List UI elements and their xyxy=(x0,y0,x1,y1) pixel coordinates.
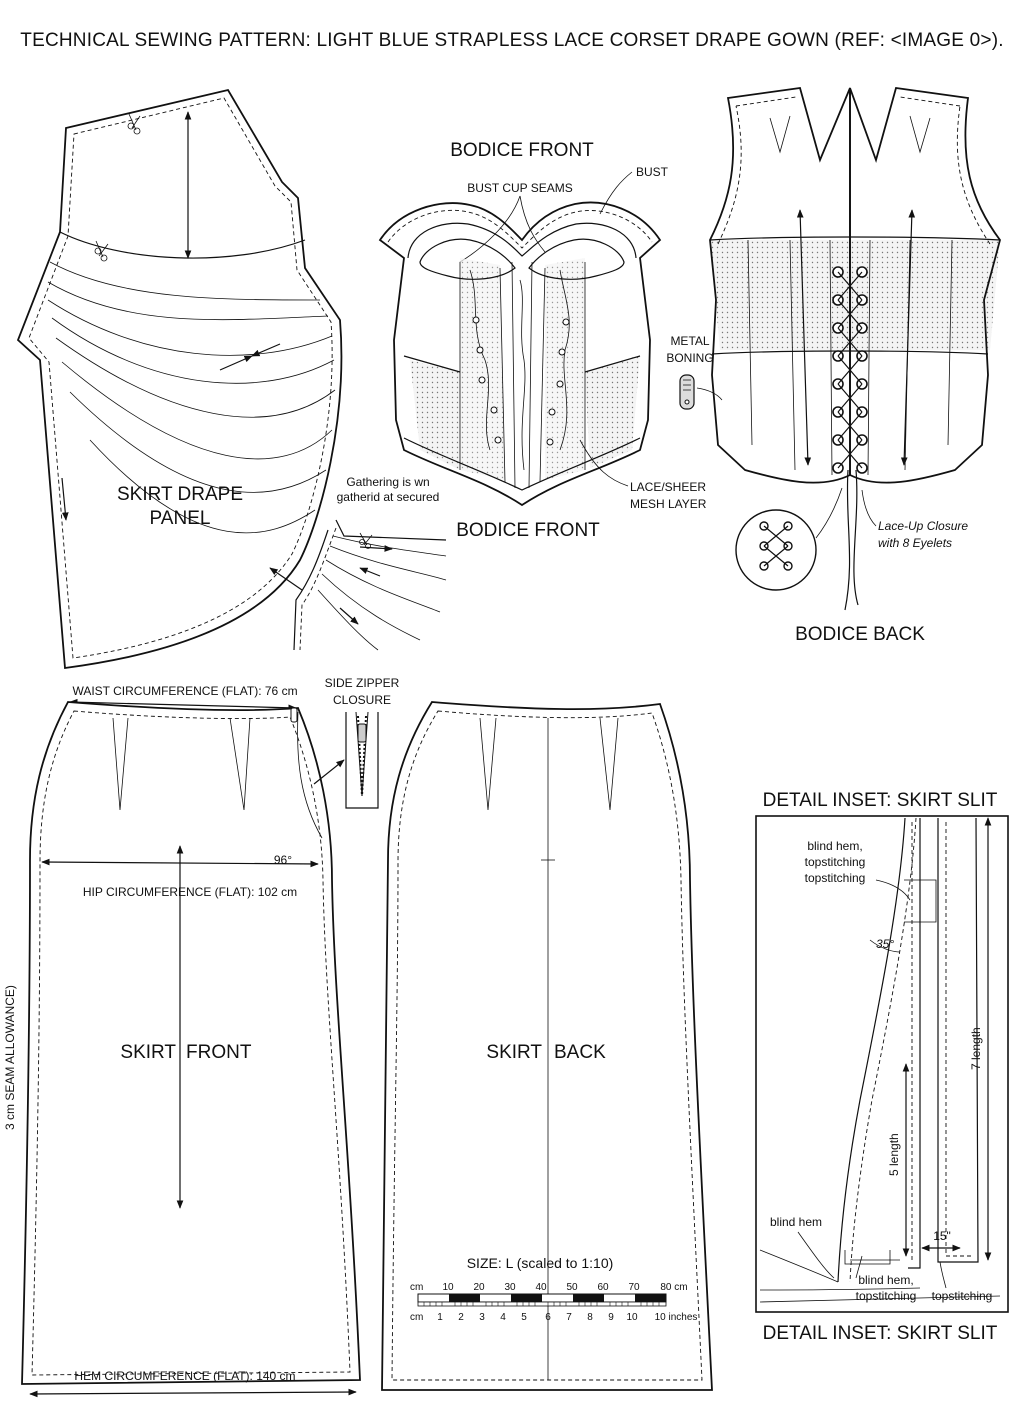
ruler-in-7: 7 xyxy=(566,1312,572,1323)
zipper-icon xyxy=(345,711,379,809)
bodice-front-title-bottom: BODICE FRONT xyxy=(456,520,600,541)
slit-note-a2: topstitching xyxy=(805,855,866,869)
slit-width-15: 15" xyxy=(933,1229,951,1243)
zipper-label-line1: SIDE ZIPPER xyxy=(325,676,400,690)
closure-note-line2: with 8 Eyelets xyxy=(878,536,952,550)
lace-up-closure xyxy=(832,266,868,611)
ruler-cm-50: 50 xyxy=(566,1282,578,1293)
slit-title-top: DETAIL INSET: SKIRT SLIT xyxy=(763,790,998,811)
ruler-in-6: 6 xyxy=(545,1312,551,1323)
metal-boning-line2: BONING xyxy=(666,351,713,365)
ruler-in-3: 3 xyxy=(479,1312,485,1323)
boning-rivets xyxy=(472,316,570,446)
ruler-in-9: 9 xyxy=(608,1312,614,1323)
ruler-in-8: 8 xyxy=(587,1312,593,1323)
ruler-cm-unit: cm xyxy=(410,1282,423,1293)
ruler-in-2: 2 xyxy=(458,1312,464,1323)
slit-note-a3: topstitching xyxy=(805,871,866,885)
scissors-icon xyxy=(94,240,109,262)
scale-ruler: cm 10 20 30 40 50 60 70 80 cm cm 1 2 3 4… xyxy=(410,1282,697,1323)
seam-allowance-label: 3 cm SEAM ALLOWANCE) xyxy=(3,985,17,1130)
hip-label: HIP CIRCUMFERENCE (FLAT): 102 cm xyxy=(83,885,297,899)
scissors-icon xyxy=(127,113,141,135)
hip-angle: 96° xyxy=(274,853,292,867)
ruler-in-4: 4 xyxy=(500,1312,506,1323)
eyelet-detail-inset xyxy=(735,487,843,591)
ruler-in-1: 1 xyxy=(437,1312,443,1323)
ruler-in-5: 5 xyxy=(521,1312,527,1323)
slit-note-b2: topstitching xyxy=(856,1289,917,1303)
bodice-front: BODICE FRONT BUST CUP SEAMS BUST BODICE … xyxy=(378,140,723,541)
metal-boning-line1: METAL xyxy=(670,334,709,348)
skirt-front: WAIST CIRCUMFERENCE (FLAT): 76 cm 96° HI… xyxy=(3,676,400,1398)
zipper-pull-icon xyxy=(290,707,298,723)
ruler-cm-40: 40 xyxy=(535,1282,547,1293)
skirt-back: SKIRT BACK SIZE: L (scaled to 1:10) cm 1… xyxy=(381,701,713,1391)
scissors-icon xyxy=(359,532,373,549)
page-title: TECHNICAL SEWING PATTERN: LIGHT BLUE STR… xyxy=(20,30,1003,51)
hem-label: HEM CIRCUMFERENCE (FLAT): 140 cm xyxy=(74,1369,295,1383)
bodice-front-title: BODICE FRONT xyxy=(450,140,594,161)
gather-note-line2: gatherid at secured xyxy=(337,490,440,504)
ruler-in-10: 10 xyxy=(626,1312,638,1323)
ruler-cm-70: 70 xyxy=(628,1282,640,1293)
slit-note-b1: blind hem, xyxy=(858,1273,913,1287)
skirt-front-label-b: FRONT xyxy=(186,1042,252,1063)
skirt-slit-inset: DETAIL INSET: SKIRT SLIT 7 length 5 leng… xyxy=(755,790,1009,1344)
bodice-back: Lace-Up Closure with 8 Eyelets BODICE BA… xyxy=(709,87,1001,645)
ruler-cm-30: 30 xyxy=(504,1282,516,1293)
ruler-in-label: 10 inches xyxy=(655,1312,698,1323)
bust-cup-seams-label: BUST CUP SEAMS xyxy=(467,181,573,195)
bodice-back-title: BODICE BACK xyxy=(795,624,925,645)
slit-note-a1: blind hem, xyxy=(807,839,862,853)
ruler-in-unit: cm xyxy=(410,1312,423,1323)
slit-note-b3: topstitching xyxy=(932,1289,993,1303)
boning-tip-icon xyxy=(679,374,695,410)
skirt-back-label-a: SKIRT xyxy=(486,1042,542,1063)
slit-blind-hem: blind hem xyxy=(770,1215,822,1229)
drape-label-line2: PANEL xyxy=(150,508,211,529)
skirt-back-label-b: BACK xyxy=(554,1042,606,1063)
closure-note-line1: Lace-Up Closure xyxy=(878,519,968,533)
ruler-cm-20: 20 xyxy=(473,1282,485,1293)
lace-label-line1: LACE/SHEER xyxy=(630,480,706,494)
skirt-front-label-a: SKIRT xyxy=(120,1042,176,1063)
lace-label-line2: MESH LAYER xyxy=(630,497,707,511)
waist-label: WAIST CIRCUMFERENCE (FLAT): 76 cm xyxy=(72,684,297,698)
slit-length-5: 5 length xyxy=(887,1133,901,1176)
drape-label-line1: SKIRT DRAPE xyxy=(117,484,243,505)
bust-label: BUST xyxy=(636,165,669,179)
ruler-cm-60: 60 xyxy=(597,1282,609,1293)
zipper-label-line2: CLOSURE xyxy=(333,693,391,707)
skirt-drape-panel: SKIRT DRAPE PANEL xyxy=(16,88,343,670)
slit-angle: 35° xyxy=(876,937,894,951)
slit-title-bottom: DETAIL INSET: SKIRT SLIT xyxy=(763,1323,998,1344)
ruler-cm-80: 80 cm xyxy=(660,1282,687,1293)
size-label: SIZE: L (scaled to 1:10) xyxy=(467,1255,614,1271)
gather-note-line1: Gathering is wn xyxy=(346,475,429,489)
slit-length-7: 7 length xyxy=(969,1027,983,1070)
gathering-detail: Gathering is wn gatherid at secured xyxy=(269,475,447,651)
ruler-cm-10: 10 xyxy=(442,1282,454,1293)
